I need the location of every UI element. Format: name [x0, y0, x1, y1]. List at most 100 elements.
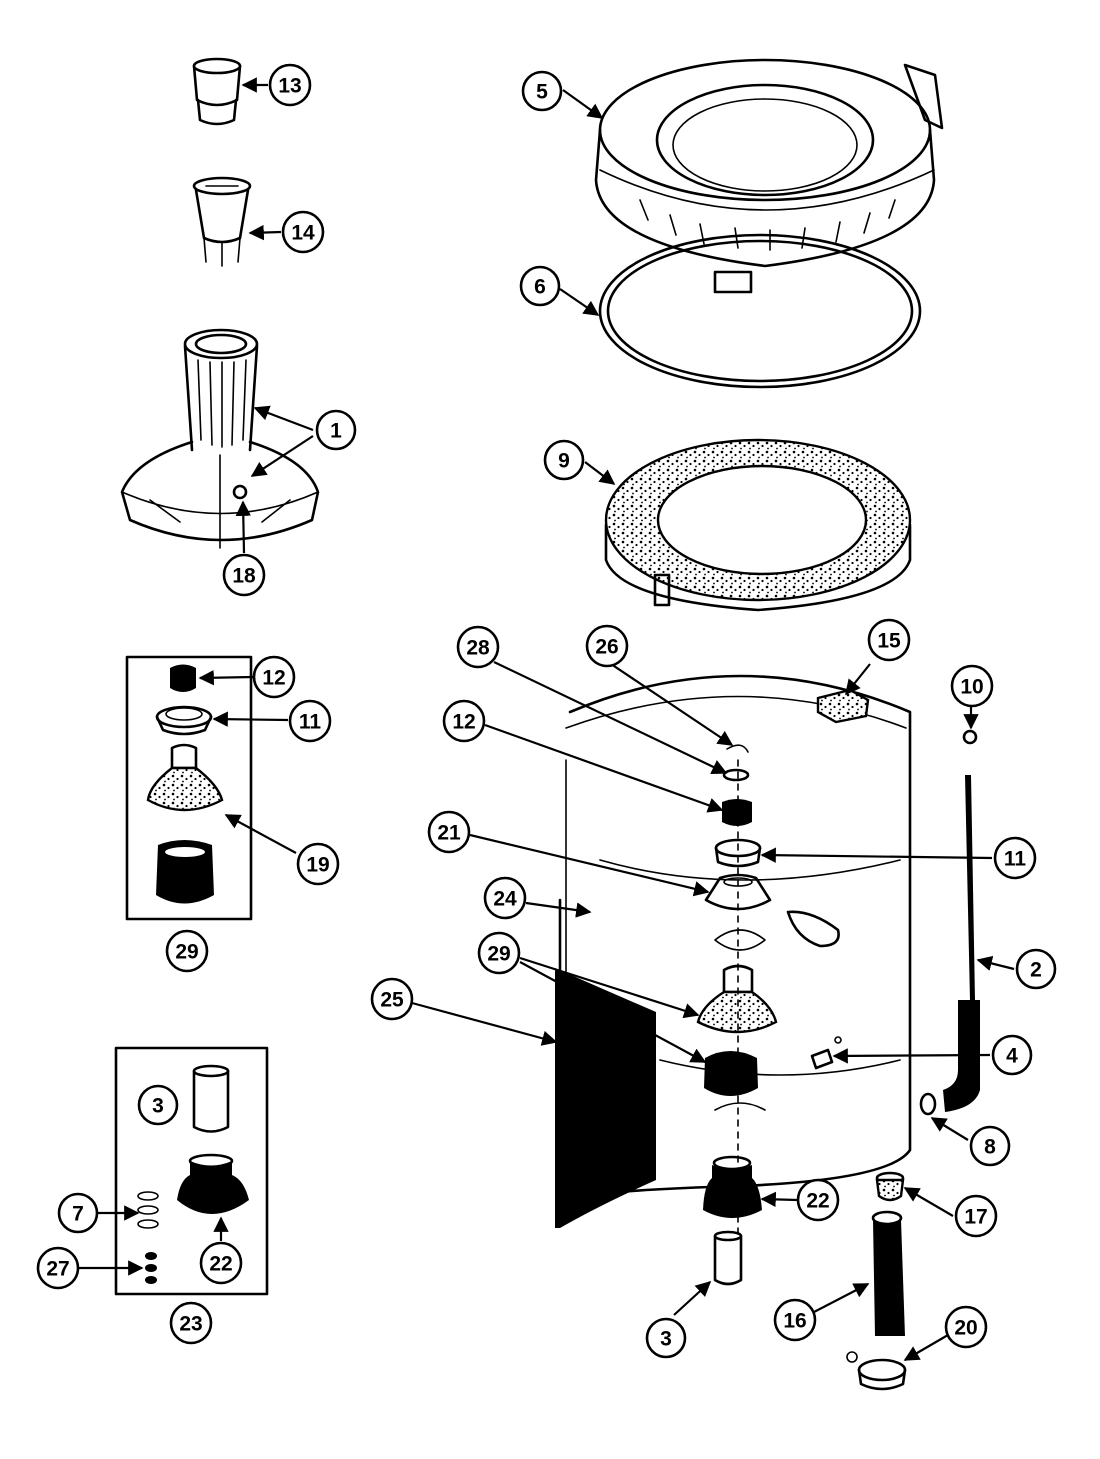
part-1-agitator [120, 328, 320, 549]
callout-26: 26 [585, 624, 629, 668]
callout-label: 13 [278, 75, 301, 98]
callout-15: 15 [867, 618, 911, 662]
callout-label: 4 [1006, 1045, 1018, 1068]
callout-label: 12 [262, 667, 285, 690]
callout-25: 25 [370, 977, 414, 1021]
part-5-tub-cover [594, 58, 944, 294]
callout-label: 2 [1030, 959, 1042, 982]
part-16-drain-hose [871, 1210, 905, 1336]
callout-2: 2 [1015, 948, 1057, 990]
callout-29: 29 [165, 929, 209, 973]
part-3-sleeve-left [192, 1064, 230, 1133]
callout-23: 23 [169, 1301, 213, 1345]
callout-label: 5 [536, 81, 548, 104]
callout-19: 19 [296, 842, 340, 886]
callout-label: 12 [452, 711, 475, 734]
callout-label: 25 [380, 989, 404, 1012]
callout-label: 8 [984, 1136, 996, 1159]
callout-label: 27 [46, 1258, 69, 1281]
callout-12: 12 [252, 655, 296, 699]
callout-8: 8 [969, 1125, 1011, 1167]
part-20-hose-clamp [846, 1351, 907, 1391]
callout-28: 28 [456, 625, 500, 669]
callout-6: 6 [519, 265, 561, 307]
callout-label: 23 [179, 1313, 202, 1336]
callout-label: 15 [877, 630, 901, 653]
callout-24: 24 [483, 876, 527, 920]
leader-lines [79, 77, 1015, 1361]
part-4-screw [810, 1036, 842, 1070]
part-22-nut-left [177, 1153, 249, 1214]
callout-label: 22 [209, 1253, 232, 1276]
callout-18: 18 [222, 553, 266, 597]
callout-4: 4 [991, 1034, 1033, 1076]
callout-14: 14 [281, 210, 325, 254]
assembly-23-box [114, 1046, 269, 1296]
part-12-nut-center [722, 799, 752, 826]
part-12-nut-left [170, 664, 196, 692]
callout-29: 29 [477, 931, 521, 975]
part-9-balance-ring [604, 438, 912, 612]
callout-label: 9 [558, 450, 570, 473]
callout-27: 27 [36, 1246, 80, 1290]
part-22-nut-center-upper [704, 1051, 758, 1096]
part-19-clutch-left [146, 743, 224, 904]
callout-label: 21 [437, 822, 461, 845]
callout-label: 19 [306, 854, 329, 877]
callout-3: 3 [137, 1084, 179, 1126]
callout-label: 17 [964, 1206, 987, 1229]
part-28-washer [722, 768, 750, 782]
callout-3: 3 [645, 1317, 687, 1359]
callout-17: 17 [954, 1194, 998, 1238]
part-3-sleeve-lower [713, 1230, 743, 1286]
callout-13: 13 [268, 63, 312, 107]
callout-label: 11 [1004, 848, 1027, 871]
callout-11: 11 [288, 699, 332, 743]
callout-5: 5 [521, 70, 563, 112]
callout-label: 3 [152, 1095, 164, 1118]
callout-label: 14 [291, 222, 315, 245]
callout-label: 24 [493, 888, 517, 911]
part-17-fitting [875, 1171, 905, 1202]
part-11-ring-left [155, 705, 213, 736]
callout-label: 20 [954, 1317, 977, 1340]
callout-label: 26 [595, 636, 618, 659]
callout-12: 12 [442, 699, 486, 743]
part-29-clutch-center [696, 964, 778, 1034]
callout-20: 20 [944, 1305, 988, 1349]
part-6-seal-ring [598, 233, 922, 389]
part-13-cap [192, 57, 242, 126]
callout-label: 10 [960, 676, 983, 699]
part-2-hose [943, 775, 980, 1112]
callout-7: 7 [57, 1192, 99, 1234]
part-15-bracket [816, 688, 870, 724]
callout-label: 7 [72, 1203, 84, 1226]
part-26-clip [726, 744, 749, 753]
callout-label: 3 [660, 1328, 672, 1351]
callout-16: 16 [773, 1298, 817, 1342]
part-10-plug [962, 729, 978, 745]
callout-label: 6 [534, 276, 546, 299]
callout-label: 29 [487, 943, 510, 966]
part-7-washers [137, 1191, 159, 1229]
callout-label: 18 [232, 565, 256, 588]
assembly-29-box [125, 655, 253, 921]
callout-1: 1 [315, 409, 357, 451]
callout-label: 22 [806, 1190, 829, 1213]
callout-label: 29 [175, 941, 198, 964]
callout-label: 1 [330, 420, 342, 443]
callout-11: 11 [993, 836, 1037, 880]
callout-label: 28 [466, 637, 490, 660]
callout-9: 9 [543, 439, 585, 481]
callout-22: 22 [796, 1178, 840, 1222]
part-8-clamp [919, 1092, 937, 1116]
part-27-nuts [145, 1252, 157, 1284]
part-14-insert [192, 176, 252, 267]
part-25-heat-shield [555, 968, 656, 1228]
callout-22: 22 [199, 1241, 243, 1285]
callout-21: 21 [427, 810, 471, 854]
callout-label: 11 [299, 711, 322, 734]
callout-label: 16 [783, 1310, 806, 1333]
callout-10: 10 [950, 664, 994, 708]
